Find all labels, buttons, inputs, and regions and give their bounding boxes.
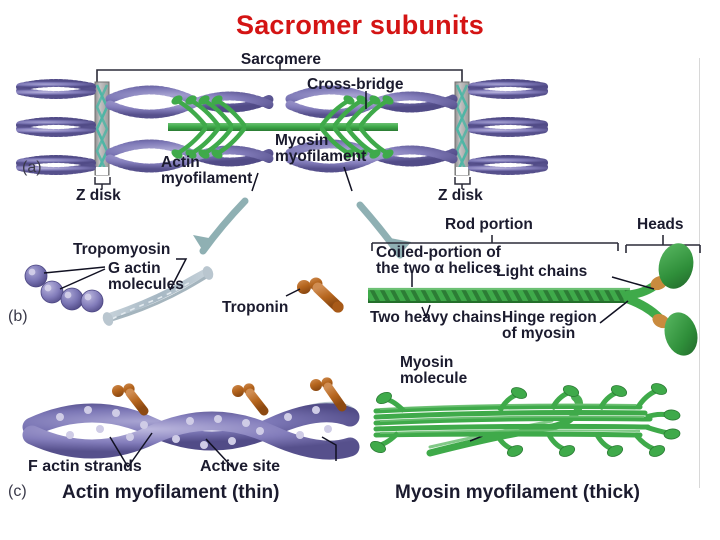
label-z-disk-left: Z disk (76, 187, 121, 204)
myosin-head-group (623, 243, 698, 356)
page-title: Sacromer subunits (236, 10, 484, 40)
panel-c-actin-graphic (22, 377, 360, 468)
label-actin-myofilament: Actin myofilament (161, 154, 253, 188)
panel-a-leaders (251, 91, 367, 192)
label-light-chains: Light chains (496, 263, 588, 280)
panel-letter-b: (b) (8, 308, 28, 325)
label-troponin: Troponin (222, 299, 289, 316)
label-sarcomere: Sarcomere (240, 51, 322, 68)
label-tropomyosin: Tropomyosin (73, 241, 171, 258)
figure-svg (16, 60, 701, 468)
sarcomere-figure: Sarcomere Cross-bridge Z disk Z disk Act… (0, 51, 712, 515)
troponin-molecule (297, 277, 344, 313)
panel-c-myosin-graphic (370, 383, 681, 457)
myosin-filament-panel-a (168, 95, 398, 159)
panel-letter-a: (a) (22, 159, 42, 176)
panel-b-left-graphic (24, 258, 344, 326)
label-myosin-myofilament: Myosin myofilament (275, 132, 367, 166)
myosin-head-lower (664, 312, 698, 356)
label-z-disk-right: Z disk (438, 187, 483, 204)
heads-bracket (625, 235, 701, 253)
label-two-heavy-chains: Two heavy chains (370, 309, 502, 326)
panel-letter-c: (c) (8, 483, 27, 500)
arrow-right-curve (356, 201, 404, 259)
f-actin-strands (22, 403, 360, 460)
label-heads: Heads (637, 216, 684, 233)
z-disk-right (454, 81, 471, 189)
label-f-actin-strands: F actin strands (28, 458, 142, 475)
label-myosin-myofilament-thick: Myosin myofilament (thick) (395, 482, 640, 503)
label-hinge-region: Hinge region of myosin (502, 309, 597, 343)
rod-portion-bracket (371, 235, 619, 251)
label-coiled-portion: Coiled-portion of the two α helices (376, 244, 501, 278)
scan-edge-line (699, 58, 700, 488)
label-active-site: Active site (200, 458, 281, 475)
label-actin-myofilament-thin: Actin myofilament (thin) (62, 482, 280, 503)
label-myosin-molecule: Myosin molecule (400, 354, 468, 388)
myosin-head-upper (658, 243, 694, 289)
tropomyosin-strand (102, 266, 214, 326)
z-disk-left (94, 81, 111, 189)
label-rod-portion: Rod portion (445, 216, 533, 233)
actin-strands-panel-a (16, 79, 549, 175)
sarcomere-bracket (96, 60, 463, 82)
panel-a-graphic (16, 60, 549, 192)
troponin-complexes-panel-c (112, 377, 347, 416)
myosin-coiled-rod (368, 287, 630, 303)
label-g-actin-molecules: G actin molecules (108, 260, 184, 294)
g-actin-spheres (24, 264, 104, 313)
label-cross-bridge: Cross-bridge (307, 76, 404, 93)
